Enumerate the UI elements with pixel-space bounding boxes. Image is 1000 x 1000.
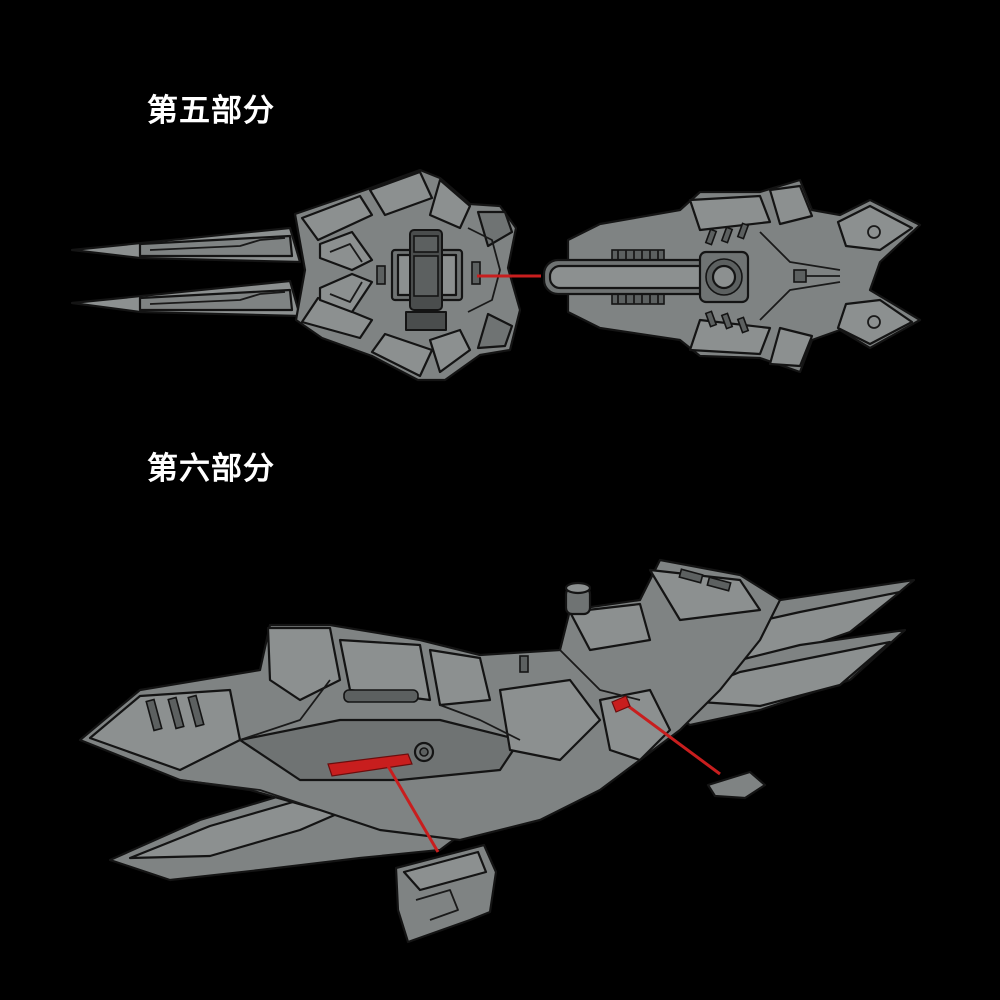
- red-connector-tab: [327, 753, 413, 777]
- bolt-lower: [867, 315, 881, 329]
- part-five-right-component: [542, 178, 922, 374]
- bolt-upper: [867, 225, 881, 239]
- lower-vent: [611, 293, 665, 305]
- small-part-right: [706, 770, 767, 800]
- upper-vent: [611, 249, 665, 261]
- section-title-part-five: 第五部分: [147, 93, 275, 129]
- part-five-left-component: [70, 168, 522, 382]
- section-title-part-six: 第六部分: [147, 451, 275, 487]
- guide-line-bottom: [386, 765, 440, 853]
- guide-line-right: [619, 698, 721, 776]
- part-six-assembly: [78, 558, 916, 944]
- part-six-guides: [327, 695, 721, 853]
